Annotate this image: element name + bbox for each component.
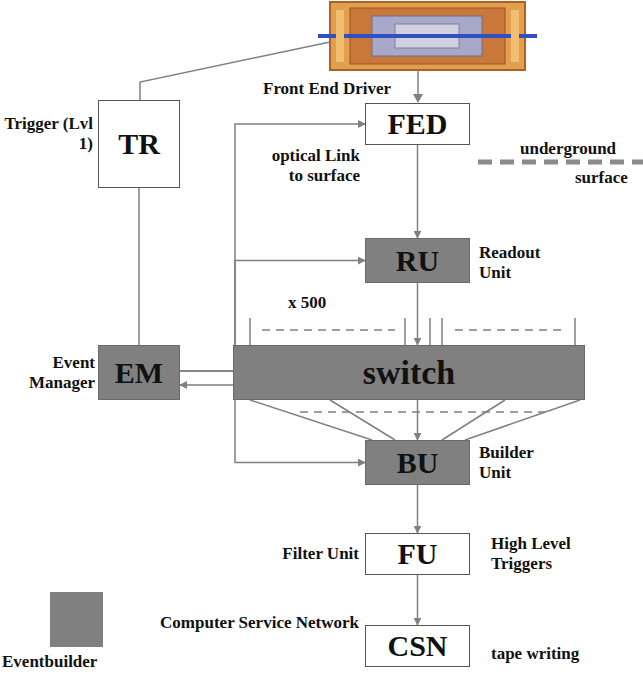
box-caption: Front End Driver [263,79,433,99]
filter-unit-box: Filter UnitFUHigh Level Triggers [365,533,470,575]
connector-arrow [417,575,419,625]
box-title: EM [111,356,167,390]
box-title: CSN [383,629,451,663]
csn-box: Computer Service NetworkCSNtape writing [365,625,470,667]
switch-inputs [250,318,575,345]
box-title: RU [392,244,443,278]
box-caption: Computer Service Network [129,613,359,633]
box-title: TR [114,127,164,161]
connector-arrow [417,400,419,440]
box-title: FED [384,107,452,141]
surface-divider [478,160,643,165]
multiplicity-label: x 500 [288,293,348,313]
box-caption: Builder Unit [479,443,559,482]
detector-drawing [318,2,537,70]
arrowhead [413,94,423,103]
link-label: optical Link to surface [268,146,360,185]
switch-outputs [250,400,580,440]
legend-text: Eventbuilder [2,652,97,672]
box-title: switch [359,354,460,392]
legend-swatch [50,592,103,647]
event-manager-box: Event ManagerEM [98,345,180,400]
connector-arrow [417,145,419,238]
box-caption: tape writing [491,644,631,664]
box-title: BU [393,446,443,480]
switch-box: switch [233,345,585,400]
connector-arrow [417,485,419,533]
box-caption: Readout Unit [479,243,559,282]
box-caption: Filter Unit [239,544,359,564]
readout-unit-box: RUReadout Unit [365,238,470,283]
fed-box: Front End DriverFED [365,103,470,145]
box-caption: High Level Triggers [491,534,601,573]
connector-arrow [417,283,419,345]
readout-line [417,70,419,96]
trigger-box: Trigger (Lvl 1)TR [98,100,180,188]
box-caption: Event Manager [1,353,95,392]
zone-label: surface [575,168,641,188]
box-caption: Trigger (Lvl 1) [3,114,93,153]
box-title: FU [394,537,442,571]
builder-unit-box: BUBuilder Unit [365,440,470,485]
connector-arrow [138,188,140,345]
connector-arrow [180,124,365,371]
zone-label: underground [520,139,640,159]
